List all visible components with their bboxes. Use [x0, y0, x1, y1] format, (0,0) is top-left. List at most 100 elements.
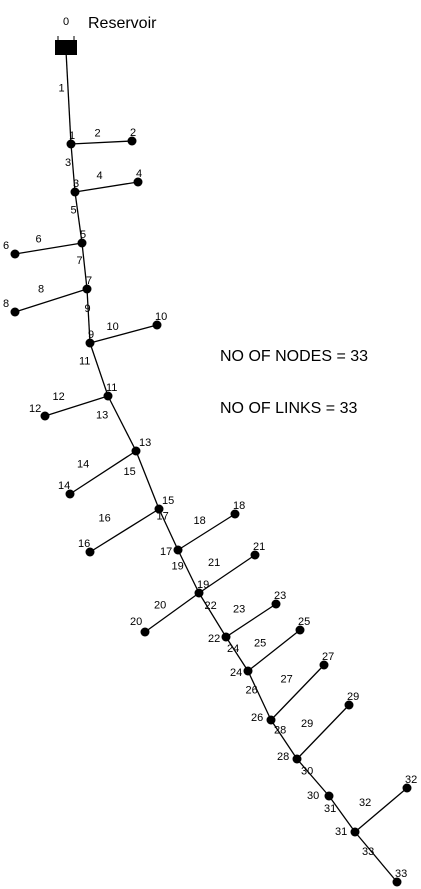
link-10[interactable]	[89, 324, 158, 344]
link-label-1: 1	[59, 83, 65, 95]
node-label-7: 7	[86, 275, 92, 287]
node-9[interactable]	[85, 338, 95, 348]
link-label-30: 30	[301, 766, 313, 778]
link-label-24: 24	[227, 643, 239, 655]
link-21[interactable]	[198, 554, 256, 594]
link-7[interactable]	[81, 242, 88, 290]
node-label-29: 29	[347, 691, 359, 703]
link-31[interactable]	[328, 795, 356, 833]
node-26[interactable]	[266, 715, 276, 725]
node-label-6: 6	[3, 240, 9, 252]
node-2[interactable]	[127, 136, 137, 146]
link-12[interactable]	[44, 395, 109, 417]
node-17[interactable]	[173, 545, 183, 555]
link-17[interactable]	[158, 508, 179, 551]
link-label-28: 28	[274, 725, 286, 737]
link-29[interactable]	[296, 704, 350, 760]
link-label-12: 12	[53, 391, 65, 403]
link-32[interactable]	[354, 787, 408, 833]
link-19[interactable]	[177, 549, 200, 594]
node-13[interactable]	[131, 446, 141, 456]
node-8[interactable]	[10, 307, 20, 317]
link-22[interactable]	[198, 592, 227, 638]
link-25[interactable]	[247, 629, 301, 672]
node-7[interactable]	[82, 284, 92, 294]
link-2[interactable]	[70, 140, 133, 145]
link-label-17: 17	[157, 511, 169, 523]
node-30[interactable]	[324, 791, 334, 801]
link-33[interactable]	[354, 831, 398, 883]
node-label-33: 33	[395, 868, 407, 880]
link-label-3: 3	[65, 157, 71, 169]
node-12[interactable]	[40, 411, 50, 421]
link-1[interactable]	[65, 50, 72, 145]
link-24[interactable]	[225, 636, 249, 672]
link-14[interactable]	[69, 450, 137, 495]
link-16[interactable]	[89, 508, 160, 553]
node-4[interactable]	[133, 177, 143, 187]
node-18[interactable]	[230, 509, 240, 519]
node-32[interactable]	[402, 783, 412, 793]
node-23[interactable]	[271, 599, 281, 609]
node-label-31: 31	[335, 826, 347, 838]
node-10[interactable]	[152, 320, 162, 330]
node-5[interactable]	[77, 238, 87, 248]
node-16[interactable]	[85, 547, 95, 557]
link-label-4: 4	[97, 170, 103, 182]
node-15[interactable]	[154, 504, 164, 514]
link-label-7: 7	[77, 255, 83, 267]
node-14[interactable]	[65, 489, 75, 499]
link-label-27: 27	[281, 674, 293, 686]
node-label-19: 19	[197, 579, 209, 591]
link-11[interactable]	[89, 342, 109, 397]
link-28[interactable]	[270, 719, 298, 760]
link-30[interactable]	[296, 758, 330, 797]
link-26[interactable]	[247, 670, 272, 721]
node-label-15: 15	[162, 495, 174, 507]
node-3[interactable]	[70, 187, 80, 197]
link-6[interactable]	[14, 242, 83, 255]
link-4[interactable]	[74, 181, 139, 193]
link-23[interactable]	[225, 603, 277, 638]
node-29[interactable]	[344, 700, 354, 710]
link-label-26: 26	[246, 685, 258, 697]
node-22[interactable]	[221, 632, 231, 642]
link-3[interactable]	[70, 143, 76, 193]
node-label-4: 4	[136, 168, 142, 180]
link-18[interactable]	[177, 513, 236, 551]
link-count-text: NO OF LINKS = 33	[220, 400, 357, 417]
node-label-21: 21	[253, 541, 265, 553]
link-label-20: 20	[154, 600, 166, 612]
node-33[interactable]	[392, 877, 402, 887]
node-label-12: 12	[29, 403, 41, 415]
node-6[interactable]	[10, 249, 20, 259]
node-19[interactable]	[194, 588, 204, 598]
node-label-22: 22	[208, 633, 220, 645]
node-31[interactable]	[350, 827, 360, 837]
node-label-16: 16	[78, 538, 90, 550]
node-28[interactable]	[292, 754, 302, 764]
node-11[interactable]	[103, 391, 113, 401]
node-24[interactable]	[243, 666, 253, 676]
link-9[interactable]	[86, 288, 91, 344]
reservoir-icon[interactable]	[55, 40, 77, 55]
link-label-10: 10	[107, 321, 119, 333]
node-27[interactable]	[319, 660, 329, 670]
node-count-text: NO OF NODES = 33	[220, 348, 368, 365]
link-label-23: 23	[233, 604, 245, 616]
node-label-20: 20	[130, 616, 142, 628]
node-20[interactable]	[140, 627, 150, 637]
link-5[interactable]	[74, 191, 83, 244]
node-21[interactable]	[250, 550, 260, 560]
link-8[interactable]	[14, 288, 88, 313]
link-13[interactable]	[107, 395, 137, 452]
node-label-9: 9	[88, 329, 94, 341]
link-20[interactable]	[144, 592, 200, 633]
link-label-19: 19	[172, 561, 184, 573]
link-15[interactable]	[135, 450, 160, 510]
node-1[interactable]	[66, 139, 76, 149]
link-27[interactable]	[270, 664, 325, 721]
node-25[interactable]	[295, 625, 305, 635]
link-label-9: 9	[85, 303, 91, 315]
